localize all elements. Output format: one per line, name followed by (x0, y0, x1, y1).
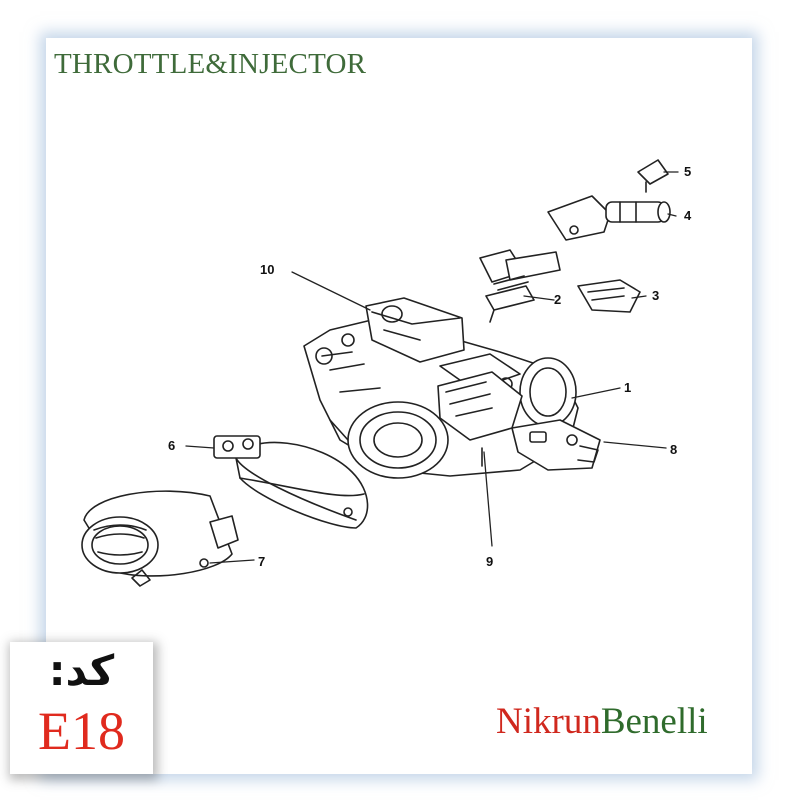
callout-9: 9 (486, 554, 493, 569)
brand-part-1: Nikrun (496, 701, 601, 742)
part-2-injector (479, 249, 561, 323)
callout-7: 7 (258, 554, 265, 569)
callout-1: 1 (624, 380, 631, 395)
part-5-fitting (637, 159, 669, 193)
part-10-sensor (365, 297, 465, 363)
callout-6: 6 (168, 438, 175, 453)
code-label: کد: (48, 646, 115, 695)
callout-3: 3 (652, 288, 659, 303)
callout-8: 8 (670, 442, 677, 457)
callout-5: 5 (684, 164, 691, 179)
leader-lines (185, 171, 679, 564)
callout-10: 10 (260, 262, 274, 277)
part-8-connector (511, 419, 601, 471)
brand-part-2: Benelli (600, 701, 708, 742)
callout-4: 4 (684, 208, 692, 223)
brand-wordmark: NikrunBenelli (496, 700, 708, 743)
part-7-intake-boot (81, 490, 239, 587)
page-title: THROTTLE&INJECTOR (54, 48, 367, 80)
code-value: E18 (38, 701, 125, 761)
part-3-clip (577, 279, 641, 313)
part-4-elbow (547, 195, 671, 241)
code-box: کد: E18 (10, 642, 153, 774)
callout-2: 2 (554, 292, 561, 307)
part-6-clamp (213, 435, 369, 529)
